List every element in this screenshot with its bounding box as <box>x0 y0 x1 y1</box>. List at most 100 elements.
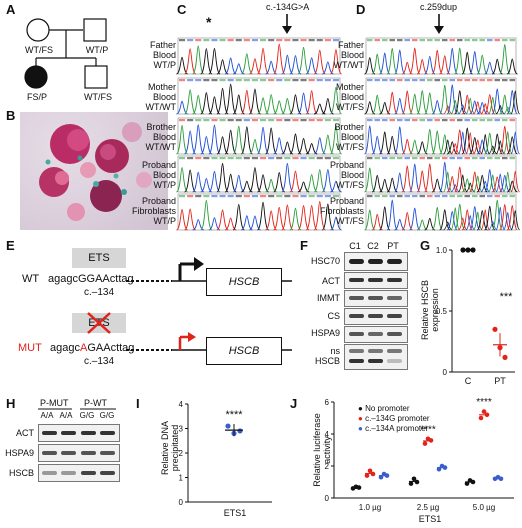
panel-label-e: E <box>6 238 15 253</box>
chart-g-ytick-label: 1.0 <box>436 246 448 255</box>
chromatogram-c-proband-fibro <box>176 193 342 231</box>
blot-h-label-hscb: HSCB <box>8 468 34 478</box>
blot-h-group-pwt: P-WT <box>84 398 107 408</box>
chromatogram-d-proband-blood <box>364 155 521 193</box>
panel-label-f: F <box>300 238 308 253</box>
chart-g-significance: *** <box>500 291 514 303</box>
chart-g-xtick-label: C <box>465 376 472 386</box>
chart-j-xlabel: ETS1 <box>418 514 442 524</box>
blot-f-immt <box>344 290 408 307</box>
blot-h-lane-4: G/G <box>99 411 115 420</box>
panel-label-b: B <box>6 108 16 123</box>
blot-f-hsc70 <box>344 252 408 271</box>
chart-j-ytick-label: 0 <box>325 494 330 503</box>
chart-j-point <box>411 476 417 482</box>
brother-symbol <box>84 65 108 89</box>
chart-g-ytick-label: 0.5 <box>436 307 448 316</box>
blot-f-label-immt: IMMT <box>317 293 340 303</box>
chart-j-ytick-label: 4 <box>325 430 330 439</box>
blot-h-act <box>38 424 120 442</box>
chart-i-xlabel: ETS1 <box>223 508 247 518</box>
wt-allele-label: WT <box>22 273 40 285</box>
blot-h-label-act: ACT <box>16 428 34 438</box>
blot-h-hscb <box>38 464 120 482</box>
chart-j-ytick-label: 6 <box>325 398 330 407</box>
chromatogram-c-proband-blood <box>175 155 342 193</box>
chart-j-point <box>478 415 484 421</box>
chart-g-xtick-label: PT <box>494 376 506 386</box>
chart-j-significance-25: **** <box>420 424 436 435</box>
blot-h-lane-1: A/A <box>40 411 54 420</box>
chart-g-ytick-label: 0 <box>443 368 448 377</box>
chromatogram-d-father <box>364 37 518 75</box>
chromatogram-d-mother <box>364 77 521 115</box>
panel-label-a: A <box>6 2 16 17</box>
chart-j-point <box>367 468 373 474</box>
panel-label-j: J <box>290 396 298 411</box>
proband-genotype: FS/P <box>26 92 47 102</box>
chart-j-point <box>364 473 370 478</box>
mut-position: c.–134 <box>84 356 115 367</box>
mother-symbol <box>26 18 50 42</box>
wt-position: c.–134 <box>84 287 115 298</box>
variant-label-c: c.-134G>A <box>266 2 310 12</box>
blot-f-lane-c1: C1 <box>349 241 361 251</box>
legend-no-promoter: ● No promoter <box>358 404 410 413</box>
arrow-down-icon <box>282 14 292 34</box>
chart-g-point <box>502 354 508 360</box>
father-genotype: WT/P <box>85 45 109 55</box>
arrow-down-icon <box>434 14 444 34</box>
blot-f-label-hspa9: HSPA9 <box>311 328 340 338</box>
chromatogram-c-brother <box>175 117 343 155</box>
blot-h-group-lines <box>38 408 116 410</box>
blot-f-lane-c2: C2 <box>367 241 379 251</box>
cross-out-icon <box>87 312 111 334</box>
blot-f-lane-pt: PT <box>387 241 399 251</box>
chromatogram-d-brother <box>364 117 521 155</box>
bone-marrow-micrograph <box>20 112 168 230</box>
panel-label-d: D <box>356 2 366 17</box>
chart-j-point <box>408 481 414 486</box>
chromatogram-c-mother <box>176 77 343 115</box>
mut-sequence: agagcAGAActtag <box>50 342 135 354</box>
blot-f-hspa9 <box>344 326 408 343</box>
chart-j-point <box>481 409 487 414</box>
blot-f-label-act: ACT <box>322 276 340 286</box>
chart-i-significance: **** <box>225 409 243 421</box>
blot-f-cs <box>344 308 408 325</box>
chart-g-point <box>492 326 498 332</box>
blot-h-group-pmut: P-MUT <box>40 398 69 408</box>
blot-h-label-hspa9: HSPA9 <box>5 448 34 458</box>
chart-i-ytick-label: 1 <box>179 474 184 483</box>
chart-i-point <box>225 423 231 429</box>
chart-i-ytick-label: 2 <box>179 449 184 458</box>
blot-h-hspa9 <box>38 444 120 462</box>
proband-symbol <box>24 65 48 89</box>
blot-h-lane-2: A/A <box>59 411 73 420</box>
chart-i-ytick-label: 0 <box>179 498 184 507</box>
blot-f-label-cs: CS <box>327 311 340 321</box>
hscb-gene-box-wt: HSCB <box>206 268 282 296</box>
mut-allele-label: MUT <box>18 342 42 354</box>
chart-j-xtick-label: 5.0 µg <box>473 503 495 512</box>
ets-box-wt: ETS <box>72 248 126 268</box>
chart-i-ytick-label: 3 <box>179 425 184 434</box>
legend-134a-promoter: ● c.–134A promoter <box>358 424 429 433</box>
pedigree-diagram <box>24 18 108 89</box>
mother-genotype: WT/FS <box>25 45 53 55</box>
blot-h-lane-3: G/G <box>79 411 95 420</box>
chromatogram-c-father <box>176 37 343 75</box>
asterisk-marker: * <box>206 14 212 30</box>
